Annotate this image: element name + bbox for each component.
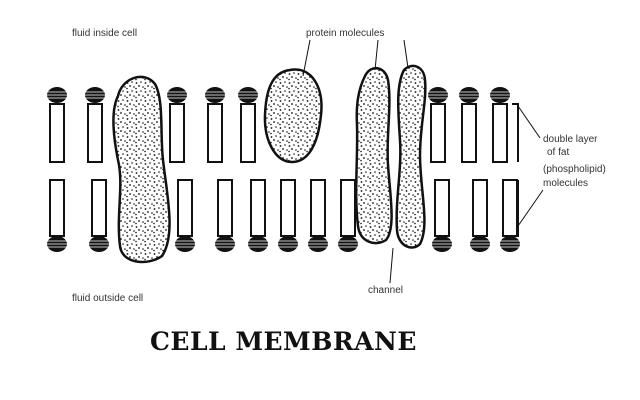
label-fluid-outside: fluid outside cell [72, 293, 143, 304]
lipid-tail-lower-3 [177, 179, 193, 237]
lipid-tail-lower-10 [472, 179, 488, 237]
leader-channel [389, 247, 394, 284]
label-channel: channel [368, 285, 403, 296]
label-double-layer-1: double layer [543, 134, 598, 145]
leader-protein-round [302, 39, 311, 77]
leader-lines [302, 39, 544, 284]
channel-protein-right [395, 64, 427, 249]
protein-large-left [112, 75, 171, 264]
lipid-tail-lower-6 [280, 179, 296, 237]
membrane-edge [512, 103, 519, 237]
lipid-tail-upper-2 [87, 103, 103, 163]
diagram-title: CELL MEMBRANE [150, 327, 417, 356]
lipid-tail-upper-6 [430, 103, 446, 163]
leader-double-layer-bottom [517, 189, 544, 227]
lipid-tail-lower-2 [91, 179, 107, 237]
leader-protein-channel-right [403, 39, 409, 69]
label-double-layer-3: (phospholipid) [543, 164, 606, 175]
lipid-tail-upper-7 [461, 103, 477, 163]
lipid-tail-lower-7 [310, 179, 326, 237]
lipid-tail-upper-8 [492, 103, 508, 163]
lipid-tail-lower-5 [250, 179, 266, 237]
lipid-tail-lower-4 [217, 179, 233, 237]
leader-double-layer-top [517, 105, 541, 139]
lipid-tail-upper-3 [169, 103, 185, 163]
lipid-tail-upper-1 [49, 103, 65, 163]
protein-round-top [263, 68, 323, 164]
leader-protein-channel-left [374, 39, 379, 71]
lipid-tail-lower-1 [49, 179, 65, 237]
lipid-tail-upper-5 [240, 103, 256, 163]
label-double-layer-2: of fat [547, 147, 569, 158]
lipid-tail-upper-4 [207, 103, 223, 163]
channel-protein-left [354, 67, 393, 245]
label-double-layer-4: molecules [543, 178, 588, 189]
lipid-tail-lower-11 [502, 179, 518, 237]
lipid-tail-lower-9 [434, 179, 450, 237]
phospholipid-bilayer [47, 87, 520, 252]
lipid-tail-lower-8 [340, 179, 356, 237]
label-protein-molecules: protein molecules [306, 28, 384, 39]
label-fluid-inside: fluid inside cell [72, 28, 137, 39]
proteins [112, 64, 427, 264]
